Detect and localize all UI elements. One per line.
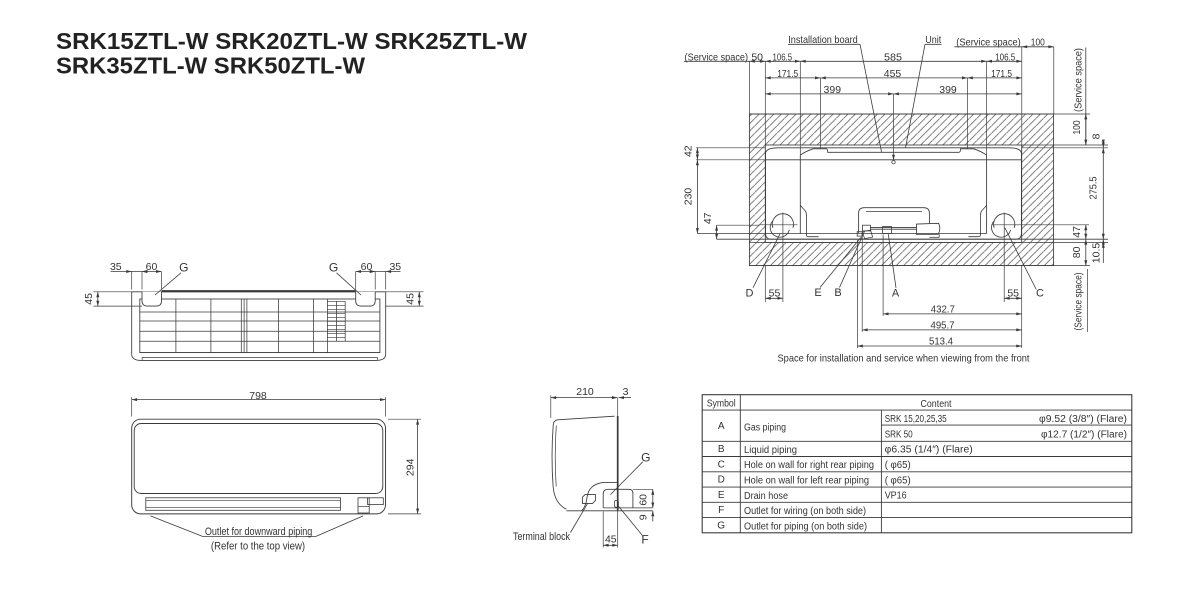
- svg-text:455: 455: [884, 68, 902, 80]
- svg-text:100: 100: [1071, 120, 1083, 134]
- svg-text:Unit: Unit: [925, 34, 941, 46]
- svg-text:432.7: 432.7: [931, 304, 955, 316]
- svg-text:50: 50: [751, 51, 763, 63]
- svg-text:60: 60: [146, 261, 158, 273]
- svg-text:Installation board: Installation board: [788, 34, 858, 46]
- svg-text:( φ65): ( φ65): [885, 475, 911, 486]
- svg-text:B: B: [718, 444, 725, 455]
- svg-text:47: 47: [702, 212, 714, 224]
- svg-text:Content: Content: [921, 399, 952, 410]
- svg-text:SRK35ZTL-W SRK50ZTL-W: SRK35ZTL-W SRK50ZTL-W: [56, 53, 365, 79]
- svg-text:A: A: [892, 288, 900, 300]
- svg-text:A: A: [718, 421, 725, 432]
- svg-text:G: G: [329, 261, 338, 275]
- svg-text:C: C: [718, 459, 725, 470]
- svg-text:35: 35: [389, 261, 401, 273]
- svg-text:3: 3: [623, 386, 629, 398]
- svg-text:Hole on wall for right rear pi: Hole on wall for right rear piping: [744, 460, 874, 471]
- svg-text:106.5: 106.5: [995, 51, 1015, 63]
- svg-text:100: 100: [1031, 36, 1045, 48]
- svg-text:47: 47: [1071, 226, 1083, 238]
- svg-text:171.5: 171.5: [777, 68, 798, 80]
- svg-text:G: G: [641, 450, 650, 464]
- svg-text:Outlet for piping (on both sid: Outlet for piping (on both side): [744, 521, 867, 532]
- svg-text:SRK15ZTL-W SRK20ZTL-W SRK25Z: SRK15ZTL-W SRK20ZTL-W SRK25ZTL-W: [56, 28, 527, 54]
- svg-text:10.5: 10.5: [1091, 243, 1103, 264]
- svg-text:8: 8: [1091, 133, 1103, 139]
- svg-text:495.7: 495.7: [931, 319, 955, 331]
- svg-text:Drain hose: Drain hose: [744, 491, 788, 502]
- svg-text:275.5: 275.5: [1088, 176, 1100, 199]
- svg-text:φ6.35 (1/4″) (Flare): φ6.35 (1/4″) (Flare): [885, 445, 973, 456]
- svg-text:D: D: [746, 287, 754, 299]
- svg-text:55: 55: [1007, 288, 1019, 300]
- svg-text:G: G: [179, 261, 188, 275]
- svg-text:(Refer to the top view): (Refer to the top view): [211, 540, 305, 552]
- svg-text:294: 294: [404, 458, 416, 476]
- svg-text:35: 35: [110, 261, 122, 273]
- svg-text:Hole on wall for left rear pip: Hole on wall for left rear piping: [744, 476, 869, 487]
- svg-text:(Service space): (Service space): [1074, 48, 1085, 112]
- svg-text:F: F: [641, 533, 648, 547]
- svg-text:399: 399: [939, 84, 957, 96]
- svg-text:SRK 50: SRK 50: [885, 430, 913, 441]
- svg-text:VP16: VP16: [885, 491, 907, 502]
- svg-text:45: 45: [405, 293, 417, 305]
- svg-text:Outlet for wiring (on both sid: Outlet for wiring (on both side): [744, 506, 866, 517]
- svg-text:E: E: [814, 287, 821, 299]
- svg-text:55: 55: [769, 288, 781, 300]
- svg-text:D: D: [718, 475, 725, 486]
- svg-text:60: 60: [637, 494, 649, 506]
- svg-text:G: G: [717, 520, 725, 531]
- svg-text:45: 45: [83, 293, 95, 305]
- svg-text:(Service space): (Service space): [1074, 273, 1085, 331]
- svg-text:80: 80: [1071, 246, 1083, 258]
- svg-text:( φ65): ( φ65): [885, 460, 911, 471]
- svg-text:106.5: 106.5: [773, 51, 793, 63]
- svg-text:42: 42: [682, 145, 694, 157]
- svg-text:SRK 15,20,25,35: SRK 15,20,25,35: [885, 414, 947, 425]
- svg-text:B: B: [834, 287, 841, 299]
- svg-text:210: 210: [576, 386, 594, 398]
- svg-text:(Service space): (Service space): [956, 37, 1021, 48]
- svg-text:(Service space): (Service space): [685, 52, 749, 63]
- svg-text:Liquid piping: Liquid piping: [744, 445, 797, 456]
- svg-text:Space for installation and ser: Space for installation and service when …: [778, 353, 1030, 365]
- svg-text:Symbol: Symbol: [707, 399, 736, 410]
- svg-text:φ9.52 (3/8″) (Flare): φ9.52 (3/8″) (Flare): [1039, 414, 1127, 425]
- svg-text:C: C: [1036, 288, 1044, 300]
- svg-text:45: 45: [605, 534, 617, 546]
- svg-text:E: E: [718, 490, 725, 501]
- svg-text:171.5: 171.5: [991, 68, 1012, 80]
- svg-text:399: 399: [824, 84, 842, 96]
- svg-text:Gas piping: Gas piping: [744, 423, 786, 434]
- svg-text:F: F: [718, 505, 724, 516]
- svg-text:585: 585: [884, 51, 902, 63]
- svg-text:513.4: 513.4: [929, 335, 953, 347]
- svg-text:60: 60: [361, 261, 373, 273]
- svg-text:230: 230: [682, 188, 694, 206]
- svg-text:9: 9: [637, 514, 649, 520]
- svg-text:798: 798: [249, 390, 267, 402]
- svg-text:φ12.7 (1/2″) (Flare): φ12.7 (1/2″) (Flare): [1041, 430, 1127, 441]
- svg-text:Outlet for downward piping: Outlet for downward piping: [205, 526, 313, 538]
- svg-text:Terminal block: Terminal block: [513, 531, 570, 543]
